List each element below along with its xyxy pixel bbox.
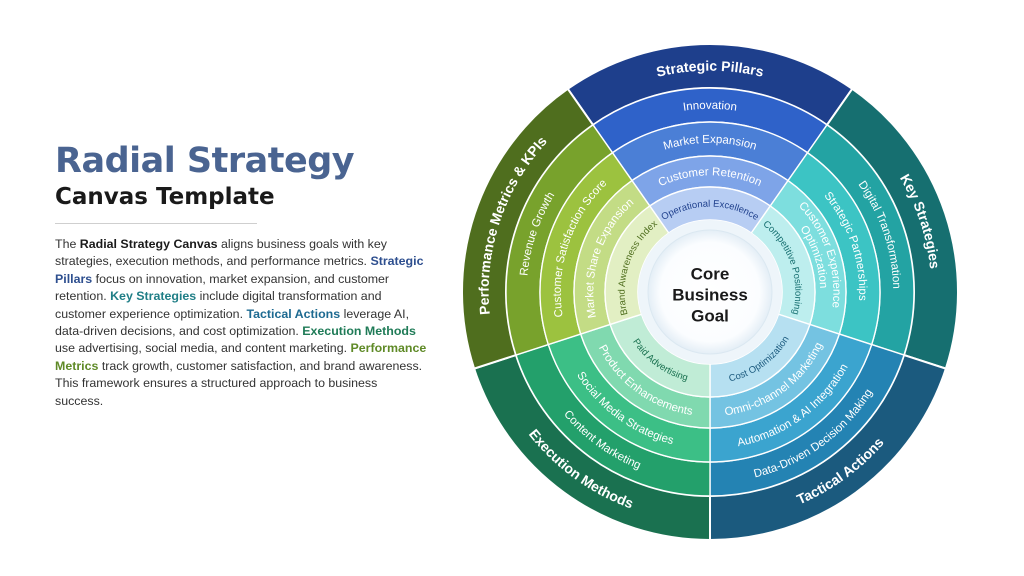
title-divider [55,223,257,224]
strategic-pillars-heading: Strategic Pillars [655,58,766,80]
core-circle [647,229,773,355]
desc-highlight-canvas: Radial Strategy Canvas [79,237,218,251]
desc-highlight-pillars: Strategic Pillars [55,254,424,286]
core-label-line-1: Core [691,264,730,283]
desc-text: use advertising, social media, and conte… [55,341,351,356]
desc-highlight-tactical: Tactical Actions [246,306,341,321]
strategic-pillars-ring-1-label: Innovation [682,100,737,114]
description-paragraph: The Radial Strategy Canvas aligns busine… [55,236,427,410]
desc-highlight-execution: Execution Methods [302,324,416,339]
core-label-line-3: Goal [691,306,729,325]
desc-text: leverage AI, data-driven decisions, and … [55,306,410,339]
page-title: Radial Strategy [55,141,355,181]
desc-text: track growth, customer satisfaction, and… [55,358,423,408]
desc-highlight-key-strategies: Key Strategies [110,289,197,304]
core-label-line-2: Business [672,285,748,304]
desc-text: The [55,237,80,251]
desc-text: aligns business goals with key strategie… [55,237,387,269]
wheel-segments [461,43,959,542]
desc-text: focus on innovation, market expansion, a… [55,271,390,304]
desc-text: include digital transformation and custo… [55,289,382,321]
page-subtitle: Canvas Template [55,184,275,210]
title-block: Radial Strategy Canvas Template [55,140,435,212]
desc-highlight-performance: Performance Metrics [55,341,427,373]
